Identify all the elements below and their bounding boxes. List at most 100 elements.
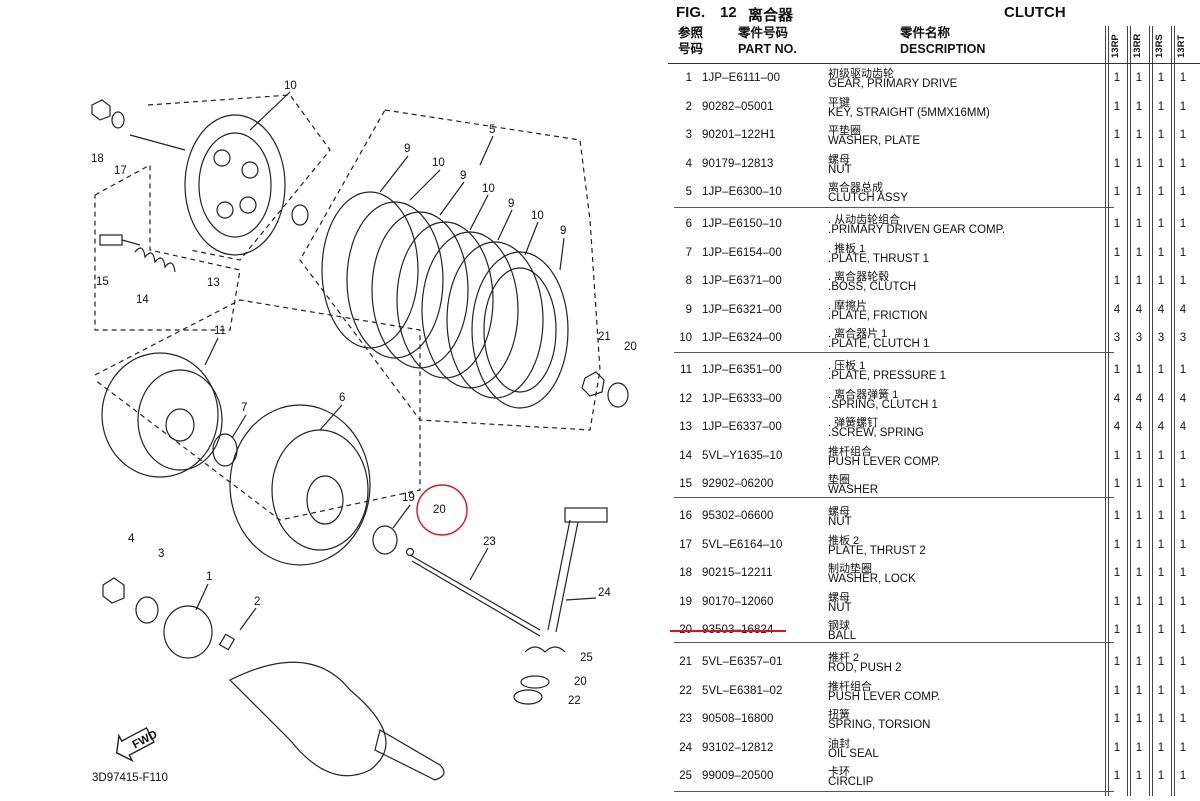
part-number: 1JP–E6321–00 bbox=[702, 303, 782, 316]
callout-24: 22 bbox=[568, 695, 581, 707]
description-en: .BOSS, CLUTCH bbox=[828, 281, 917, 294]
quantity-13RP: 1 bbox=[1113, 684, 1121, 697]
quantity-13RT: 1 bbox=[1179, 449, 1187, 462]
description-cn: 油封 bbox=[828, 737, 850, 750]
description-en: .SPRING, CLUTCH 1 bbox=[828, 398, 938, 411]
ref-number: 10 bbox=[679, 332, 692, 345]
quantity-13RR: 1 bbox=[1135, 595, 1143, 608]
quantity-13RT: 1 bbox=[1179, 624, 1187, 637]
header-divider bbox=[668, 63, 1200, 64]
ref-number: 18 bbox=[679, 567, 692, 580]
part-number: 90179–12813 bbox=[702, 157, 774, 170]
part-number: 1JP–E6111–00 bbox=[702, 72, 781, 84]
ref-number: 19 bbox=[679, 595, 692, 608]
description-cn: . 从动齿轮组合 bbox=[828, 214, 901, 226]
callout-2: 2 bbox=[254, 596, 261, 608]
quantity-13RS: 3 bbox=[1157, 332, 1165, 345]
description-cn: . 离合器片 1 bbox=[828, 328, 888, 341]
quantity-13RT: 4 bbox=[1179, 421, 1187, 434]
description-cn: 推杆组合 bbox=[828, 680, 872, 693]
quantity-13RT: 1 bbox=[1179, 595, 1187, 608]
ref-number: 1 bbox=[685, 72, 692, 84]
callout-9a: 9 bbox=[404, 143, 411, 155]
part-number: 1JP–E6300–10 bbox=[702, 186, 782, 199]
col-desc-en: DESCRIPTION bbox=[900, 42, 986, 56]
ref-number: 21 bbox=[679, 656, 692, 668]
quantity-13RP: 3 bbox=[1113, 332, 1121, 345]
figure-header: FIG. 12 离合器 CLUTCH bbox=[676, 2, 1196, 24]
description-cn: . 摩擦片 bbox=[828, 299, 868, 312]
description-cn: 初级驱动齿轮 bbox=[828, 68, 894, 80]
highlight-underline-20 bbox=[670, 630, 786, 632]
description-en: .PLATE, CLUTCH 1 bbox=[828, 338, 930, 351]
quantity-13RT: 1 bbox=[1179, 364, 1187, 376]
quantity-13RP: 1 bbox=[1113, 449, 1121, 462]
quantity-13RP: 1 bbox=[1113, 478, 1121, 491]
quantity-13RR: 1 bbox=[1135, 656, 1143, 668]
callout-15: 17 bbox=[114, 165, 127, 177]
callout-20: 20 bbox=[433, 504, 446, 516]
description-en: GEAR, PRIMARY DRIVE bbox=[828, 78, 958, 90]
ref-number: 8 bbox=[685, 275, 692, 288]
ref-number: 6 bbox=[685, 218, 692, 230]
crankshaft bbox=[228, 661, 387, 777]
quantity-13RS: 1 bbox=[1157, 478, 1165, 491]
quantity-13RS: 1 bbox=[1157, 741, 1165, 754]
grid-line bbox=[1105, 26, 1106, 796]
quantity-13RR: 1 bbox=[1135, 567, 1143, 580]
part-number: 90282–05001 bbox=[702, 100, 774, 113]
callout-23: 25 bbox=[580, 652, 593, 664]
callout-19: 21 bbox=[598, 331, 611, 343]
drawing-code: 3D97415-F110 bbox=[92, 772, 168, 784]
group-box-11 bbox=[94, 163, 241, 331]
description-en: CLUTCH ASSY bbox=[828, 192, 908, 205]
col-model-2: 13RR bbox=[1132, 33, 1143, 58]
ref-number: 11 bbox=[680, 364, 692, 376]
quantity-13RT: 1 bbox=[1179, 770, 1187, 783]
quantity-13RR: 1 bbox=[1135, 770, 1143, 783]
grid-line bbox=[1149, 26, 1150, 796]
quantity-13RP: 1 bbox=[1113, 364, 1121, 376]
quantity-13RP: 1 bbox=[1113, 624, 1121, 637]
col-ref-cn-2: 号码 bbox=[678, 42, 704, 56]
quantity-13RT: 1 bbox=[1179, 741, 1187, 754]
quantity-13RP: 1 bbox=[1113, 770, 1121, 783]
description-cn: 扭簧 bbox=[828, 709, 850, 722]
part-number: 93102–12812 bbox=[702, 741, 774, 754]
quantity-13RR: 1 bbox=[1135, 129, 1143, 142]
description-cn: 离合器总成 bbox=[828, 182, 883, 195]
description-cn: 螺母 bbox=[828, 591, 850, 604]
grid-line bbox=[1127, 26, 1128, 796]
part-number: 1JP–E6371–00 bbox=[702, 275, 782, 288]
quantity-13RS: 4 bbox=[1157, 421, 1165, 434]
quantity-13RP: 4 bbox=[1113, 392, 1121, 405]
description-en: WASHER, LOCK bbox=[828, 573, 916, 586]
description-en: .PRIMARY DRIVEN GEAR COMP. bbox=[828, 224, 1006, 236]
group-box-8 bbox=[94, 299, 421, 521]
col-model-1: 13RP bbox=[1110, 34, 1121, 58]
quantity-13RS: 1 bbox=[1157, 449, 1165, 462]
description-cn: 推杆组合 bbox=[828, 445, 872, 458]
ref-number: 12 bbox=[679, 392, 692, 405]
ref-number: 17 bbox=[679, 538, 692, 551]
ref-number: 3 bbox=[685, 129, 692, 142]
quantity-13RR: 1 bbox=[1135, 218, 1143, 230]
ref-number: 4 bbox=[685, 157, 692, 170]
quantity-13RR: 3 bbox=[1135, 332, 1143, 345]
quantity-13RP: 1 bbox=[1113, 510, 1121, 522]
description-cn: 平键 bbox=[828, 96, 850, 109]
highlight-circle-20 bbox=[416, 484, 468, 536]
quantity-13RS: 1 bbox=[1157, 218, 1165, 230]
quantity-13RP: 1 bbox=[1113, 100, 1121, 113]
quantity-13RS: 1 bbox=[1157, 129, 1165, 142]
quantity-13RR: 1 bbox=[1135, 510, 1143, 522]
description-en: OIL SEAL bbox=[828, 747, 879, 760]
part-number: 5VL–Y1635–10 bbox=[702, 449, 783, 462]
callout-16: 18 bbox=[91, 153, 104, 165]
col-pn-cn: 零件号码 bbox=[738, 26, 789, 40]
